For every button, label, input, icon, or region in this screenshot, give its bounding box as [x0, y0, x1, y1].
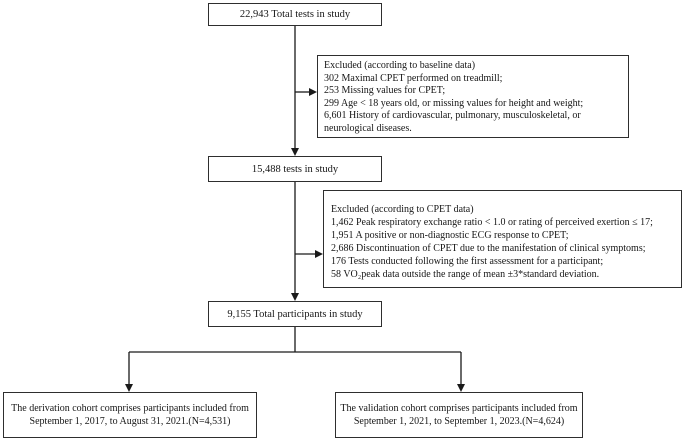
derivation-cohort-box: The derivation cohort comprises particip… [3, 392, 257, 438]
exclusion-baseline-item: 253 Missing values for CPET; [324, 85, 446, 97]
arrowhead-tests-box [291, 148, 299, 156]
exclusion-baseline-box: Excluded (according to baseline data) 30… [317, 55, 629, 138]
exclusion-cpet-item: 58 VO₂peak data outside the range of mea… [331, 269, 600, 281]
exclusion-cpet-item: 1,462 Peak respiratory exchange ratio < … [331, 217, 653, 229]
total-tests-box: 22,943 Total tests in study [208, 3, 382, 26]
arrowhead-derivation-box [125, 384, 133, 392]
tests-in-study-box: 15,488 tests in study [208, 156, 382, 182]
arrowhead-exclusion1 [309, 88, 317, 96]
exclusion-baseline-title: Excluded (according to baseline data) [324, 60, 476, 71]
validation-cohort-box: The validation cohort comprises particip… [335, 392, 583, 438]
arrowhead-validation-box [457, 384, 465, 392]
exclusion-baseline-item: 299 Age < 18 years old, or missing value… [324, 97, 584, 109]
total-participants-box: 9,155 Total participants in study [208, 301, 382, 327]
exclusion-cpet-box: Excluded (according to CPET data) 1,462 … [323, 190, 682, 288]
exclusion-cpet-item: 176 Tests conducted following the first … [331, 256, 604, 268]
arrowhead-exclusion2 [315, 250, 323, 258]
exclusion-cpet-title: Excluded (according to CPET data) [331, 204, 474, 215]
exclusion-cpet-item: 2,686 Discontinuation of CPET due to the… [331, 243, 646, 255]
exclusion-baseline-item: 6,601 History of cardiovascular, pulmona… [324, 110, 581, 134]
exclusion-baseline-item: 302 Maximal CPET performed on treadmill; [324, 72, 503, 84]
arrowhead-participants-box [291, 293, 299, 301]
exclusion-cpet-item: 1,951 A positive or non-diagnostic ECG r… [331, 230, 569, 242]
